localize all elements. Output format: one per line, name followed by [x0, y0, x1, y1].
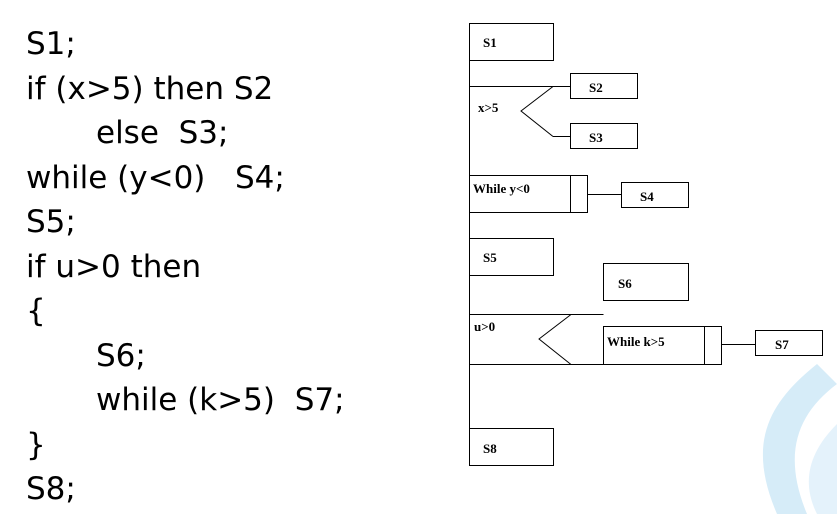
block-while-k: [603, 326, 722, 365]
while-y-label: While y<0: [473, 181, 530, 196]
watermark-logo: [762, 364, 837, 514]
if-u-condition: u>0: [474, 319, 495, 334]
block-s3: [570, 123, 638, 149]
block-s5-label: S5: [483, 250, 497, 265]
code-line-9: while (k>5) S7;: [96, 382, 345, 418]
block-s4: [621, 182, 689, 208]
code-line-3: else S3;: [96, 115, 229, 151]
block-s2: [570, 73, 638, 99]
if-x-condition: x>5: [478, 100, 499, 115]
block-s7-label: S7: [775, 337, 789, 352]
code-line-6: if u>0 then: [26, 248, 202, 285]
block-s2-label: S2: [589, 80, 603, 95]
code-line-1: S1;: [26, 26, 76, 62]
block-s5: [469, 238, 554, 276]
code-line-5: S5;: [26, 204, 76, 240]
code-line-10: }: [26, 426, 46, 463]
code-line-11: S8;: [26, 471, 76, 507]
block-s8: [469, 428, 554, 466]
code-line-7: {: [26, 293, 46, 329]
code-line-2: if (x>5) then S2: [26, 70, 274, 107]
block-s7: [755, 330, 823, 356]
if-u-branch: [538, 314, 572, 365]
block-s4-label: S4: [640, 189, 654, 204]
code-line-8: S6;: [96, 337, 146, 374]
block-s6-label: S6: [618, 276, 632, 291]
if-x-branch: [520, 86, 554, 137]
block-s8-label: S8: [483, 441, 497, 456]
block-s1-label: S1: [483, 35, 497, 50]
code-line-4: while (y<0) S4;: [26, 159, 285, 196]
code-listing: S1; if (x>5) then S2 else S3; while (y<0…: [26, 22, 345, 512]
while-k-label: While k>5: [607, 334, 665, 349]
block-s1: [469, 23, 554, 61]
block-s3-label: S3: [589, 130, 603, 145]
block-s6: [603, 263, 689, 301]
